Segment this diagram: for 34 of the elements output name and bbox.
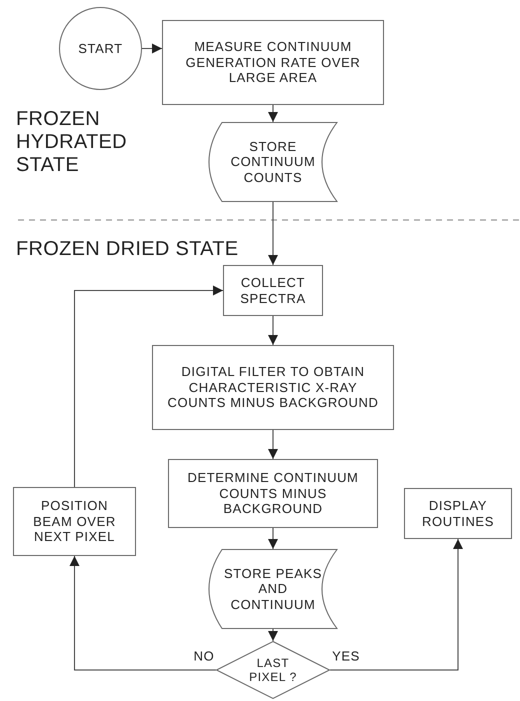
storage-shape [209,549,337,629]
arrow [268,202,278,266]
arrow [268,430,278,460]
arrow [268,316,278,346]
process-box [404,488,512,539]
arrow [70,556,216,670]
edge-label: NO [192,648,216,664]
node-label: STORE CONTINUUM COUNTS [230,138,316,186]
arrow [268,628,278,642]
process-box [168,459,378,528]
arrow [74,286,224,488]
node-label: DETERMINE CONTINUUM COUNTS MINUS BACKGROUND [186,470,360,517]
process-box [152,345,394,430]
section-label: FROZEN DRIED STATE [16,238,240,261]
arrow [330,538,463,670]
node-label: MEASURE CONTINUUM GENERATION RATE OVER LARGE AREA [186,39,360,86]
arrow [142,44,162,54]
start-circle [59,7,142,90]
node-label: POSITION BEAM OVER NEXT PIXEL [32,498,117,545]
node-label: COLLECT SPECTRA [239,274,307,306]
process-box [162,20,384,105]
arrow [268,528,278,550]
section-label: FROZEN HYDRATED STATE [16,108,128,177]
node-label: START [78,40,123,56]
process-box [13,487,136,556]
arrow [268,104,278,122]
node-label: STORE PEAKS AND CONTINUUM [223,566,323,612]
edge-label: YES [330,648,362,664]
node-label: DIGITAL FILTER TO OBTAIN CHARACTERISTIC X-RAY COUNTS MINUS BACKGROUND [166,364,380,411]
process-box [223,265,323,316]
decision-diamond [216,641,330,699]
node-label: LAST PIXEL ? [248,656,298,684]
node-label: DISPLAY ROUTINES [421,498,495,530]
storage-shape [209,122,337,202]
